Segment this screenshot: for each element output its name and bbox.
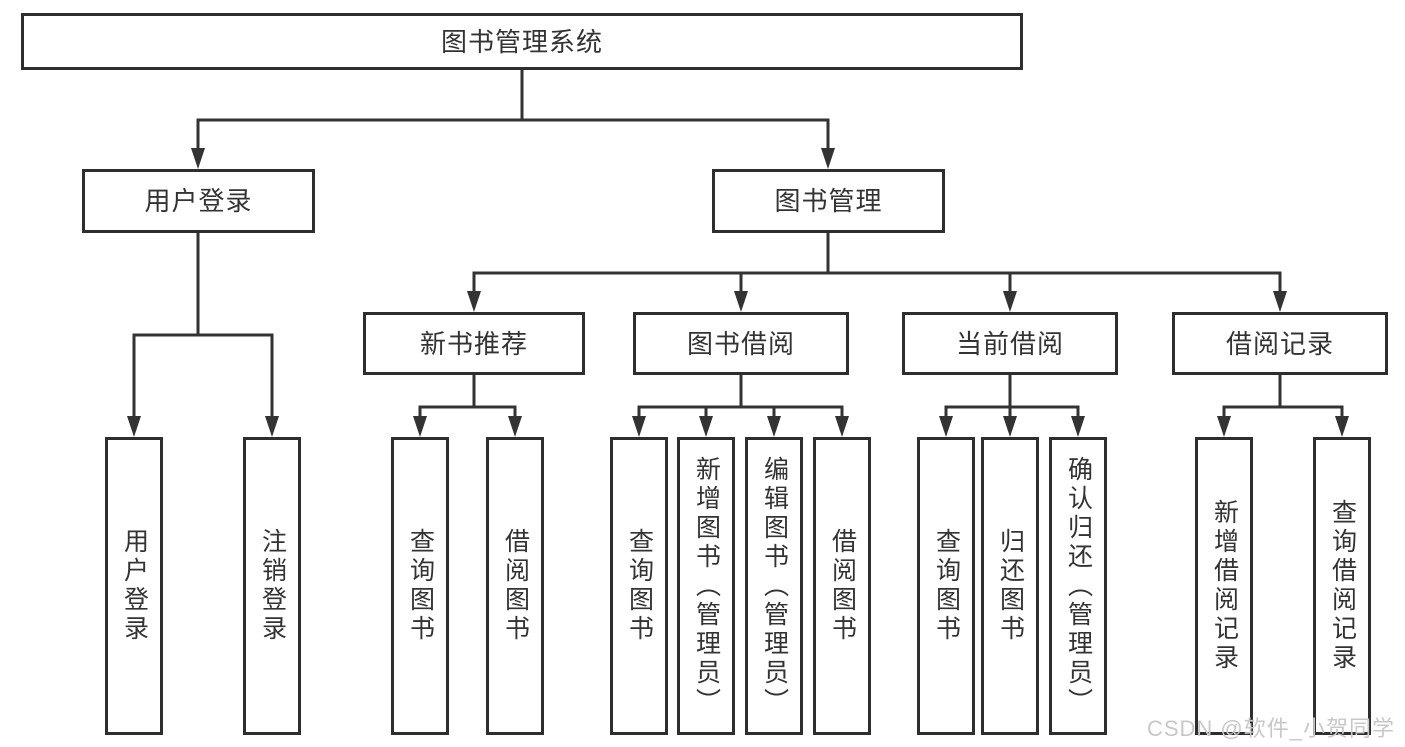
leaf-records-add-borrow-record: 新增借阅记录 bbox=[1195, 437, 1253, 735]
leaf-recommend-query-books: 查询图书 bbox=[391, 437, 449, 735]
leaf-borrow-borrow-books: 借阅图书 bbox=[813, 437, 871, 735]
arrowhead bbox=[1071, 416, 1085, 437]
arrowhead bbox=[467, 291, 481, 312]
node-library-system: 图书管理系统 bbox=[21, 13, 1023, 70]
arrowhead bbox=[1335, 416, 1349, 437]
node-book-management: 图书管理 bbox=[712, 169, 945, 233]
connector-userlogin-to-leaves bbox=[132, 233, 274, 420]
connector-recommend-to-leaves bbox=[418, 375, 517, 420]
leaf-current-return-books: 归还图书 bbox=[981, 437, 1039, 735]
leaf-user-login: 用户登录 bbox=[105, 437, 163, 735]
arrowhead bbox=[632, 416, 646, 437]
arrowhead bbox=[699, 416, 713, 437]
node-book-borrow: 图书借阅 bbox=[633, 312, 849, 375]
leaf-recommend-borrow-books: 借阅图书 bbox=[486, 437, 544, 735]
csdn-watermark: CSDN @软件_小贺同学 bbox=[1146, 716, 1395, 741]
leaf-borrow-edit-books-admin: 编辑图书（管理员） bbox=[745, 437, 803, 735]
leaf-logout: 注销登录 bbox=[243, 437, 301, 735]
arrowhead bbox=[1003, 416, 1017, 437]
connector-bookmgmt-to-level3 bbox=[472, 233, 1282, 295]
leaf-records-query-borrow-record: 查询借阅记录 bbox=[1313, 437, 1371, 735]
arrowhead bbox=[1217, 416, 1231, 437]
leaf-borrow-add-books-admin: 新增图书（管理员） bbox=[677, 437, 735, 735]
node-new-book-recommend: 新书推荐 bbox=[363, 312, 585, 375]
arrowhead bbox=[191, 148, 205, 169]
arrowhead bbox=[734, 291, 748, 312]
arrowhead bbox=[821, 148, 835, 169]
connector-root-to-level2 bbox=[196, 70, 830, 152]
arrowhead bbox=[413, 416, 427, 437]
arrowhead bbox=[939, 416, 953, 437]
arrowhead bbox=[767, 416, 781, 437]
node-borrow-records: 借阅记录 bbox=[1172, 312, 1388, 375]
leaf-borrow-query-books: 查询图书 bbox=[610, 437, 668, 735]
connector-records-to-leaves bbox=[1222, 375, 1344, 420]
arrowhead bbox=[1273, 291, 1287, 312]
leaf-current-query-books: 查询图书 bbox=[917, 437, 975, 735]
arrowhead bbox=[127, 416, 141, 437]
node-current-borrow: 当前借阅 bbox=[902, 312, 1118, 375]
arrowheads bbox=[127, 148, 1349, 437]
node-user-login: 用户登录 bbox=[82, 169, 315, 233]
arrowhead bbox=[1003, 291, 1017, 312]
arrowhead bbox=[835, 416, 849, 437]
arrowhead bbox=[265, 416, 279, 437]
connector-borrow-to-leaves bbox=[637, 375, 844, 420]
connector-current-to-leaves bbox=[944, 375, 1080, 420]
arrowhead bbox=[508, 416, 522, 437]
leaf-current-confirm-return-admin: 确认归还（管理员） bbox=[1049, 437, 1107, 735]
